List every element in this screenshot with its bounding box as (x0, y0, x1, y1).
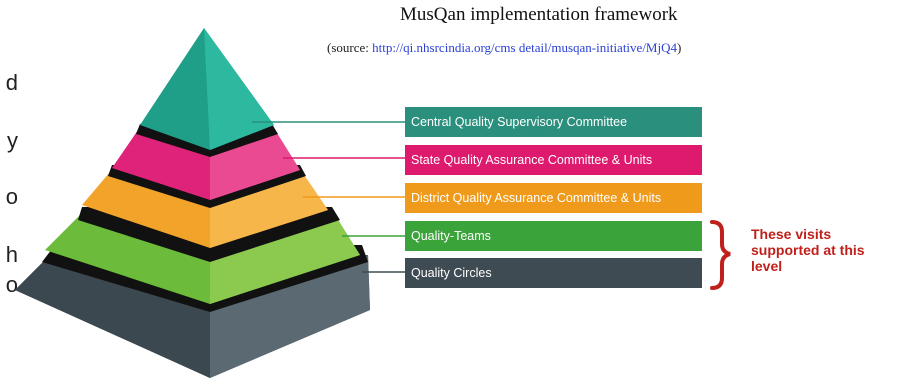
note-line: level (751, 258, 783, 274)
edge-letter: o (5, 272, 18, 297)
edge-letter: o (5, 184, 18, 209)
pyramid-tier-quality-circles-dark (15, 255, 210, 378)
note-line: These visits (751, 226, 832, 242)
pyramid-tier-quality-circles-shade (210, 255, 370, 378)
level-label-central: Central Quality Supervisory Committee (405, 107, 702, 137)
edge-letter: y (7, 128, 18, 153)
level-label-quality-teams: Quality-Teams (405, 221, 702, 251)
note-line: supported at this (751, 242, 865, 258)
figure-source: (source: http://qi.nhsrcindia.org/cms de… (327, 40, 681, 56)
support-note: These visits supported at this level (751, 226, 896, 274)
figure-title: MusQan implementation framework (400, 4, 678, 25)
level-label-quality-circles: Quality Circles (405, 258, 702, 288)
bracket (710, 220, 731, 290)
level-label-state: State Quality Assurance Committee & Unit… (405, 145, 702, 175)
edge-letter: h (5, 242, 18, 267)
edge-letter: d (5, 70, 18, 95)
level-label-district: District Quality Assurance Committee & U… (405, 183, 702, 213)
pyramid-tier-quality-teams-shade (210, 215, 360, 304)
pyramid-tier-central-shade (204, 28, 274, 150)
source-suffix: ) (676, 40, 682, 55)
source-link[interactable]: http://qi.nhsrcindia.org/cms detail/musq… (372, 40, 677, 55)
pyramid-tier-district-shade (210, 172, 328, 248)
source-prefix: (source: (327, 40, 373, 55)
